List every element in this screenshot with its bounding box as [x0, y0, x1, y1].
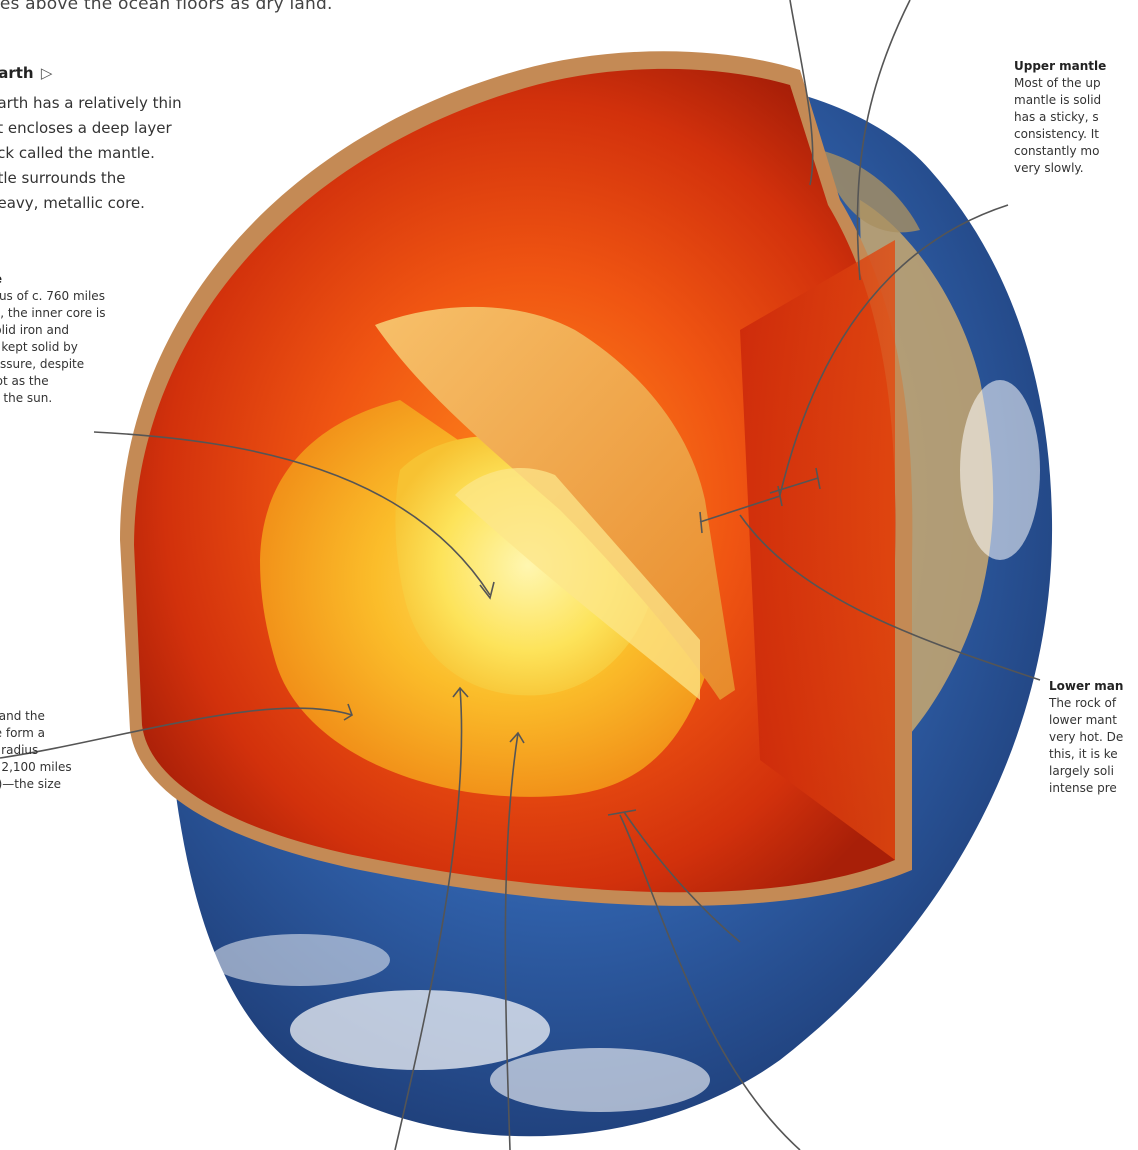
label-line: The rock of	[1049, 696, 1117, 710]
label-line: n)—the size	[0, 777, 62, 791]
label-line: mantle is solid	[1014, 93, 1102, 107]
arrowheads	[343, 581, 525, 744]
section-heading: Earth ▷	[0, 64, 52, 82]
leader-line-inner-core	[93, 431, 491, 596]
label-line: consistency. It	[1014, 127, 1099, 141]
arrowhead	[452, 686, 469, 698]
outer-core-label: r and the re form a a radius d 2,100 mil…	[0, 708, 72, 793]
label-line: solid iron and	[0, 323, 70, 337]
leader-line-top-right	[856, 0, 911, 281]
label-line: has a sticky, s	[1014, 110, 1099, 124]
label-line: re form a	[0, 726, 46, 740]
arrowhead	[509, 731, 525, 744]
cloud	[960, 380, 1040, 560]
upper-mantle-title: Upper mantle	[1014, 59, 1107, 73]
lower-mantle-title: Lower man	[1049, 679, 1124, 693]
leader-line-lower-mantle	[739, 514, 1041, 681]
leader-line-outer-core	[0, 707, 353, 759]
label-line: of the sun.	[0, 391, 53, 405]
inner-core-layer	[395, 436, 660, 696]
leader-line-bottom-3	[619, 814, 801, 1150]
label-line: ressure, despite	[0, 357, 85, 371]
section-body: Earth has a relatively thin at encloses …	[0, 91, 182, 216]
leader-line-bottom-2	[504, 732, 519, 1150]
mantle-wall	[740, 240, 895, 860]
triangle-right-icon: ▷	[40, 64, 53, 82]
label-line: r and the	[0, 709, 45, 723]
layer-brackets	[607, 467, 821, 816]
leader-line-crust	[623, 811, 741, 943]
label-line: hot as the	[0, 374, 49, 388]
section-body-line: ntle surrounds the	[0, 169, 126, 187]
arrowhead	[343, 703, 353, 721]
intro-text: lies above the ocean floors as dry land.	[0, 0, 333, 14]
bracket-lower-mantle	[699, 485, 783, 534]
cut-slice-inner	[455, 467, 700, 700]
leader-lines	[0, 0, 1041, 1150]
label-line: dius of c. 760 miles	[0, 289, 105, 303]
label-line: d 2,100 miles	[0, 760, 72, 774]
section-body-line: ock called the mantle.	[0, 144, 155, 162]
label-line: this, it is ke	[1049, 747, 1118, 761]
upper-mantle-label: Upper mantle Most of the up mantle is so…	[1014, 58, 1106, 177]
label-line: very hot. De	[1049, 730, 1124, 744]
cloud	[210, 934, 390, 986]
leader-line-bottom-1	[394, 687, 463, 1150]
section-body-line: at encloses a deep layer	[0, 119, 172, 137]
land-area	[820, 150, 920, 233]
label-line: constantly mo	[1014, 144, 1100, 158]
leader-line-top-left	[789, 0, 814, 186]
label-line: is kept solid by	[0, 340, 78, 354]
cloud	[490, 1048, 710, 1112]
cloud	[290, 990, 550, 1070]
label-line: intense pre	[1049, 781, 1117, 795]
bracket-upper-mantle	[769, 467, 821, 494]
label-line: lower mant	[1049, 713, 1117, 727]
bracket-outer-core	[607, 809, 637, 816]
label-line: n), the inner core is	[0, 306, 106, 320]
arrowhead	[479, 581, 495, 600]
label-line: largely soli	[1049, 764, 1114, 778]
section-heading-text: Earth	[0, 64, 34, 82]
label-line: very slowly.	[1014, 161, 1084, 175]
inner-core-title: re	[0, 271, 106, 288]
leader-line-upper-mantle	[779, 204, 1009, 496]
section-body-line: Earth has a relatively thin	[0, 94, 182, 112]
inner-core-label: re dius of c. 760 miles n), the inner co…	[0, 271, 106, 407]
label-line: Most of the up	[1014, 76, 1101, 90]
section-body-line: heavy, metallic core.	[0, 194, 145, 212]
label-line: a radius	[0, 743, 39, 757]
lower-mantle-label: Lower man The rock of lower mant very ho…	[1049, 678, 1123, 797]
